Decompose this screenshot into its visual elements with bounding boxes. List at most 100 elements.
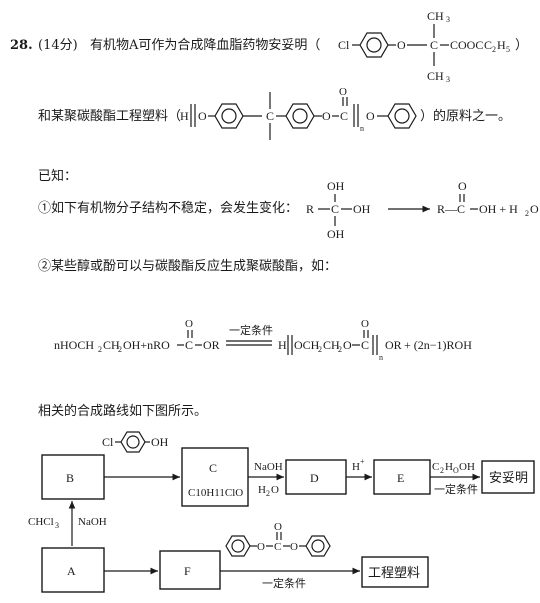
svg-text:O: O — [453, 466, 459, 475]
svg-text:OH: OH — [353, 202, 371, 216]
svg-text:C: C — [432, 461, 439, 473]
svg-text:C: C — [340, 109, 348, 123]
svg-text:C: C — [266, 109, 274, 123]
svg-text:2: 2 — [440, 466, 444, 475]
svg-text:OH: OH — [327, 179, 345, 193]
route-intro: 相关的合成路线如下图所示。 — [38, 403, 207, 419]
svg-text:CHCl: CHCl — [28, 516, 54, 528]
methyl-top: CH — [427, 9, 444, 23]
svg-text:OH: OH — [327, 227, 345, 241]
flow-box-plastic — [361, 556, 429, 588]
svg-text:+ (2n−1)ROH: + (2n−1)ROH — [404, 338, 472, 352]
svg-text:OH: OH — [459, 461, 475, 473]
flow-box-c — [181, 447, 249, 507]
svg-text:O: O — [339, 86, 347, 98]
svg-text:5: 5 — [506, 45, 510, 54]
svg-text:O: O — [458, 179, 467, 193]
question-intro: 有机物A可作为合成降血脂药物安妥明（ — [90, 38, 320, 53]
ester-group: COOC — [450, 38, 483, 52]
flow-box-d — [285, 459, 347, 495]
diphenyl-carbonate-reagent: O C O O — [225, 521, 331, 557]
benzene-ring-icon — [214, 103, 244, 129]
svg-text:工程塑料: 工程塑料 — [368, 566, 420, 581]
svg-text:O: O — [530, 202, 539, 216]
svg-text:n: n — [360, 124, 364, 133]
atom-o: O — [397, 38, 406, 52]
benzene-ring-icon — [305, 535, 331, 557]
svg-text:OH: OH — [151, 435, 169, 449]
svg-text:F: F — [184, 564, 191, 578]
flow-box-a — [41, 547, 105, 593]
svg-text:2: 2 — [98, 345, 102, 354]
svg-text:H: H — [445, 461, 453, 473]
svg-text:H: H — [352, 461, 360, 473]
formula-c: C10H11ClO — [188, 487, 243, 499]
svg-text:O: O — [366, 109, 375, 123]
polycarbonate-line: 和某聚碳酸酯工程塑料（ H O C O C O n O ）的原料之一。 — [38, 86, 511, 140]
benzene-ring-icon — [225, 535, 251, 557]
svg-text:A: A — [67, 564, 76, 578]
svg-text:一定条件: 一定条件 — [434, 482, 478, 496]
question-points: (14分) — [38, 38, 78, 53]
svg-text:CH: CH — [103, 338, 120, 352]
svg-text:H: H — [278, 338, 287, 352]
svg-text:3: 3 — [446, 75, 450, 84]
svg-text:R: R — [306, 202, 314, 216]
paren-close: ） — [515, 38, 528, 53]
fact2-text: ②某些醇或酚可以与碳酸酯反应生成聚碳酸酯，如： — [38, 258, 337, 274]
fact-two: ②某些醇或酚可以与碳酸酯反应生成聚碳酸酯，如： nHOCH 2 CH 2 OH+… — [38, 258, 472, 362]
svg-text:2: 2 — [266, 489, 270, 498]
fact1-text: ①如下有机物分子结构不稳定，会发生变化： — [38, 200, 298, 216]
svg-text:O: O — [185, 318, 193, 330]
svg-text:NaOH: NaOH — [254, 461, 283, 473]
svg-text:2: 2 — [318, 345, 322, 354]
svg-text:C: C — [484, 38, 492, 52]
svg-text:2: 2 — [525, 209, 529, 218]
question-number: 28. — [10, 38, 33, 53]
svg-text:H: H — [497, 38, 506, 52]
svg-text:OR: OR — [385, 338, 402, 352]
svg-text:安妥明: 安妥明 — [489, 471, 528, 486]
svg-text:C: C — [274, 541, 281, 553]
flow-box-b — [41, 454, 105, 500]
svg-text:O: O — [271, 484, 279, 496]
svg-text:n: n — [379, 353, 383, 362]
svg-text:2: 2 — [338, 345, 342, 354]
svg-text:CH: CH — [323, 338, 340, 352]
svg-text:R—C: R—C — [437, 202, 465, 216]
svg-text:C: C — [209, 461, 217, 475]
svg-text:NaOH: NaOH — [78, 516, 107, 528]
fact-one: ①如下有机物分子结构不稳定，会发生变化： R C OH OH OH R—C O … — [38, 179, 539, 241]
benzene-ring-icon — [359, 32, 389, 58]
svg-text:O: O — [257, 541, 265, 553]
svg-text:E: E — [397, 471, 404, 485]
svg-text:+: + — [360, 457, 365, 466]
svg-text:2: 2 — [118, 345, 122, 354]
eq-reactant: nHOCH — [54, 338, 94, 352]
svg-text:O: O — [274, 521, 282, 533]
svg-text:OR: OR — [203, 338, 220, 352]
svg-text:3: 3 — [446, 15, 450, 24]
antuoming-structure: Cl O C CH 3 CH 3 COOC C 2 H 5 ） — [338, 9, 528, 84]
svg-text:C: C — [430, 38, 438, 52]
eq-condition: 一定条件 — [229, 323, 273, 337]
svg-text:O: O — [322, 109, 331, 123]
svg-text:H: H — [180, 109, 189, 123]
svg-text:O: O — [198, 109, 207, 123]
question-header: 28. (14分) 有机物A可作为合成降血脂药物安妥明（ — [10, 38, 320, 53]
flow-box-f — [159, 550, 221, 590]
benzene-ring-icon — [120, 431, 146, 453]
svg-text:OCH: OCH — [294, 338, 320, 352]
svg-text:O: O — [343, 338, 352, 352]
svg-text:Cl: Cl — [102, 435, 114, 449]
svg-text:2: 2 — [492, 45, 496, 54]
atom-cl: Cl — [338, 38, 350, 52]
intro-line2-end: ）的原料之一。 — [420, 108, 511, 124]
svg-text:O: O — [361, 318, 369, 330]
chlorophenol-reagent: Cl OH — [102, 431, 169, 453]
svg-text:B: B — [66, 471, 74, 485]
svg-text:OH+nRO: OH+nRO — [123, 338, 170, 352]
svg-text:3: 3 — [55, 521, 59, 530]
svg-text:D: D — [310, 471, 319, 485]
